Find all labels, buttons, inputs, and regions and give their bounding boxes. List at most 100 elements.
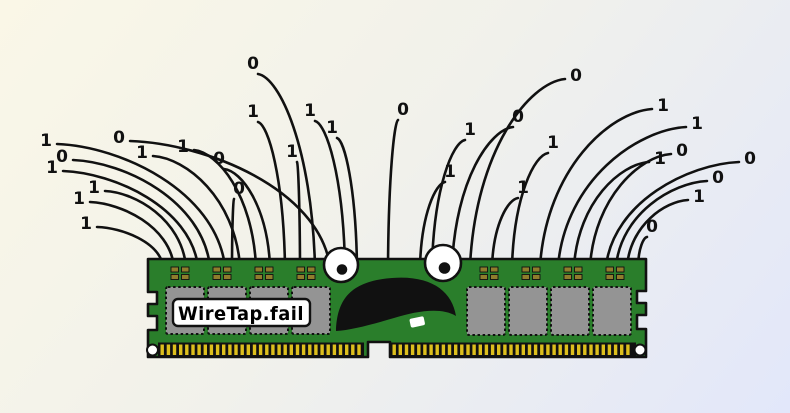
connector-pin bbox=[626, 344, 630, 355]
bit-digit: 1 bbox=[326, 118, 338, 138]
wire-strand bbox=[128, 139, 332, 268]
wire-strand bbox=[386, 118, 400, 268]
connector-pin bbox=[283, 344, 287, 355]
connector-pin bbox=[613, 344, 618, 355]
module-label: WireTap.fail bbox=[178, 303, 304, 325]
connector-pin bbox=[351, 344, 355, 355]
bit-digit: 0 bbox=[744, 149, 756, 169]
bit-digit: 1 bbox=[177, 137, 189, 157]
contact-pad bbox=[521, 266, 530, 273]
wire-strand bbox=[430, 138, 467, 268]
bit-digit: 1 bbox=[654, 149, 666, 169]
connector-pin bbox=[570, 344, 575, 355]
connector-pin bbox=[515, 344, 519, 355]
connector-pin bbox=[314, 344, 318, 355]
bit-digit: 0 bbox=[646, 217, 658, 237]
wire-strand bbox=[295, 160, 302, 268]
connector-pin bbox=[265, 344, 269, 355]
contact-pad bbox=[563, 274, 572, 280]
connector-pin bbox=[564, 344, 569, 355]
wire-strand bbox=[192, 148, 258, 268]
connector-pin bbox=[509, 344, 513, 355]
connector-pin bbox=[620, 344, 624, 355]
connector-pin bbox=[589, 344, 593, 355]
wire-strand bbox=[614, 179, 709, 268]
contact-pads bbox=[170, 266, 625, 280]
bit-digit: 1 bbox=[444, 162, 456, 182]
wire-strand bbox=[88, 200, 176, 268]
connector-pin bbox=[484, 344, 489, 355]
connector-pin bbox=[417, 344, 421, 355]
connector-pin bbox=[577, 344, 581, 355]
wire-strand bbox=[222, 167, 272, 268]
connector-pin bbox=[191, 344, 195, 355]
wire-strand bbox=[256, 120, 287, 268]
connector-pin bbox=[546, 344, 550, 355]
connector-pin bbox=[583, 344, 587, 355]
bit-digit: 0 bbox=[397, 100, 409, 120]
connector-strip bbox=[390, 342, 636, 357]
connector-pin bbox=[410, 344, 415, 355]
bit-digit: 1 bbox=[73, 189, 85, 209]
wire-strand bbox=[510, 151, 550, 268]
contact-pad bbox=[181, 266, 190, 273]
connector-pin bbox=[222, 344, 226, 355]
contact-pad bbox=[170, 274, 179, 280]
connector-pin bbox=[215, 344, 220, 355]
connector-pin bbox=[558, 344, 562, 355]
connector-pin bbox=[398, 344, 402, 355]
contact-pad bbox=[616, 274, 625, 280]
connector-pin bbox=[478, 344, 482, 355]
connector-pin bbox=[595, 344, 599, 355]
connector-pin bbox=[497, 344, 501, 355]
connector-pin bbox=[326, 344, 330, 355]
connector-pin bbox=[527, 344, 532, 355]
contact-pad bbox=[307, 266, 316, 273]
bit-digit: 0 bbox=[213, 149, 225, 169]
connector-pin bbox=[338, 344, 343, 355]
bit-digit: 0 bbox=[247, 54, 259, 74]
contact-pad bbox=[521, 274, 530, 280]
connector-pin bbox=[441, 344, 446, 355]
contact-pad bbox=[265, 266, 274, 273]
contact-pad bbox=[563, 266, 572, 273]
wire-strand bbox=[625, 198, 690, 268]
mounting-hole-left bbox=[146, 343, 159, 357]
right-pupil-icon bbox=[438, 262, 451, 274]
bit-digit: 1 bbox=[691, 114, 703, 134]
bit-digit: 1 bbox=[136, 143, 148, 163]
contact-pad bbox=[254, 274, 263, 280]
connector-pin bbox=[521, 344, 525, 355]
contact-pad bbox=[605, 274, 614, 280]
connector-pin bbox=[185, 344, 189, 355]
connector-pin bbox=[209, 344, 214, 355]
memory-chip bbox=[466, 286, 506, 336]
bit-digit: 1 bbox=[657, 96, 669, 116]
connector-pin bbox=[320, 344, 324, 355]
connector-pin bbox=[277, 344, 281, 355]
connector-pin bbox=[179, 344, 183, 355]
contact-pad bbox=[479, 266, 488, 273]
connector-pin bbox=[404, 344, 409, 355]
connector-pin bbox=[301, 344, 306, 355]
connector-pin bbox=[252, 344, 257, 355]
connector-pin bbox=[601, 344, 605, 355]
contact-pad bbox=[296, 274, 305, 280]
wire-strand bbox=[151, 154, 242, 268]
wire-strand bbox=[335, 136, 359, 268]
wire-strand bbox=[55, 142, 227, 268]
contact-pad bbox=[532, 274, 541, 280]
contact-pad bbox=[254, 266, 263, 273]
bit-digit: 1 bbox=[40, 131, 52, 151]
wire-strand bbox=[313, 119, 347, 268]
contact-pad bbox=[181, 274, 190, 280]
bit-digit: 1 bbox=[80, 214, 92, 234]
connector-pin bbox=[295, 344, 300, 355]
connector-pin bbox=[234, 344, 238, 355]
connector-pin bbox=[490, 344, 495, 355]
contact-pad bbox=[616, 266, 625, 273]
bit-digit: 1 bbox=[464, 120, 476, 140]
contact-pad bbox=[605, 266, 614, 273]
memory-chip bbox=[550, 286, 590, 336]
